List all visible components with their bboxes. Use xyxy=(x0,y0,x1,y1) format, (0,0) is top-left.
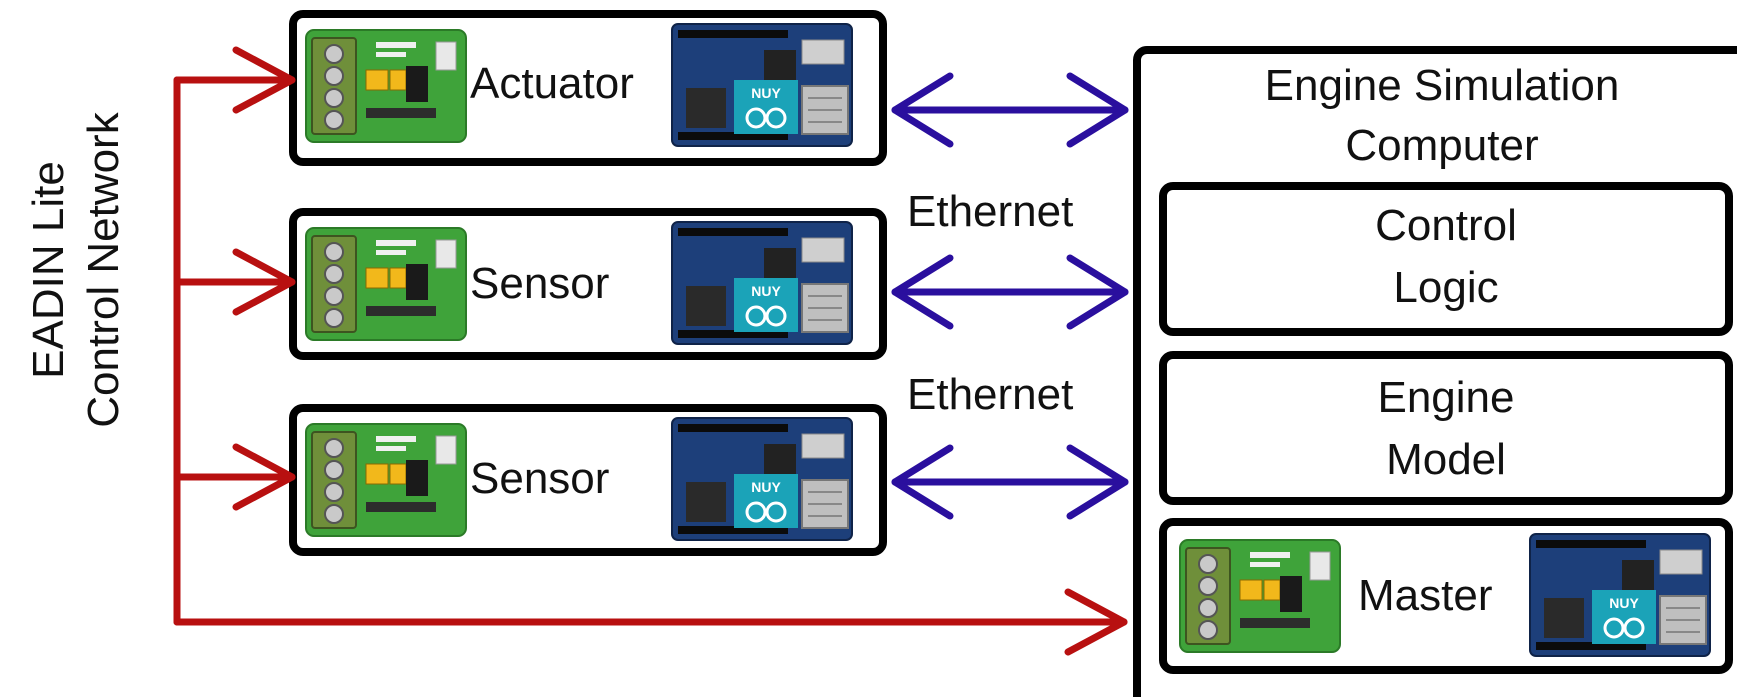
engine-model-box xyxy=(1159,351,1733,505)
control-logic-line2: Logic xyxy=(1393,263,1499,312)
terminal-board-icon xyxy=(1179,539,1341,653)
terminal-board-icon xyxy=(305,227,467,341)
terminal-board-icon xyxy=(305,29,467,143)
network-label-line2: Control Network xyxy=(79,112,128,428)
engine-model-line1: Engine xyxy=(1377,373,1515,422)
computer-title-line1: Engine Simulation xyxy=(1264,61,1620,110)
network-label-line1: EADIN Lite xyxy=(24,161,73,379)
terminal-board-icon xyxy=(305,423,467,537)
control-logic-box xyxy=(1159,182,1733,336)
arduino-yun-board-icon xyxy=(670,416,854,542)
master-label: Master xyxy=(1358,571,1493,620)
engine-model-line2: Model xyxy=(1386,435,1506,484)
actuator-label: Actuator xyxy=(470,59,634,108)
ethernet-label-1: Ethernet xyxy=(907,187,1074,236)
computer-title-line2: Computer xyxy=(1345,121,1539,170)
control-logic-line1: Control xyxy=(1375,201,1517,250)
sensor-label-2: Sensor xyxy=(470,454,610,503)
arduino-yun-board-icon xyxy=(670,220,854,346)
control-network-arrows xyxy=(173,46,1128,656)
arduino-yun-board-icon xyxy=(670,22,854,148)
ethernet-label-2: Ethernet xyxy=(907,370,1074,419)
sensor-label-1: Sensor xyxy=(470,259,610,308)
ethernet-arrows xyxy=(891,72,1129,520)
arduino-yun-board-icon xyxy=(1528,532,1712,658)
